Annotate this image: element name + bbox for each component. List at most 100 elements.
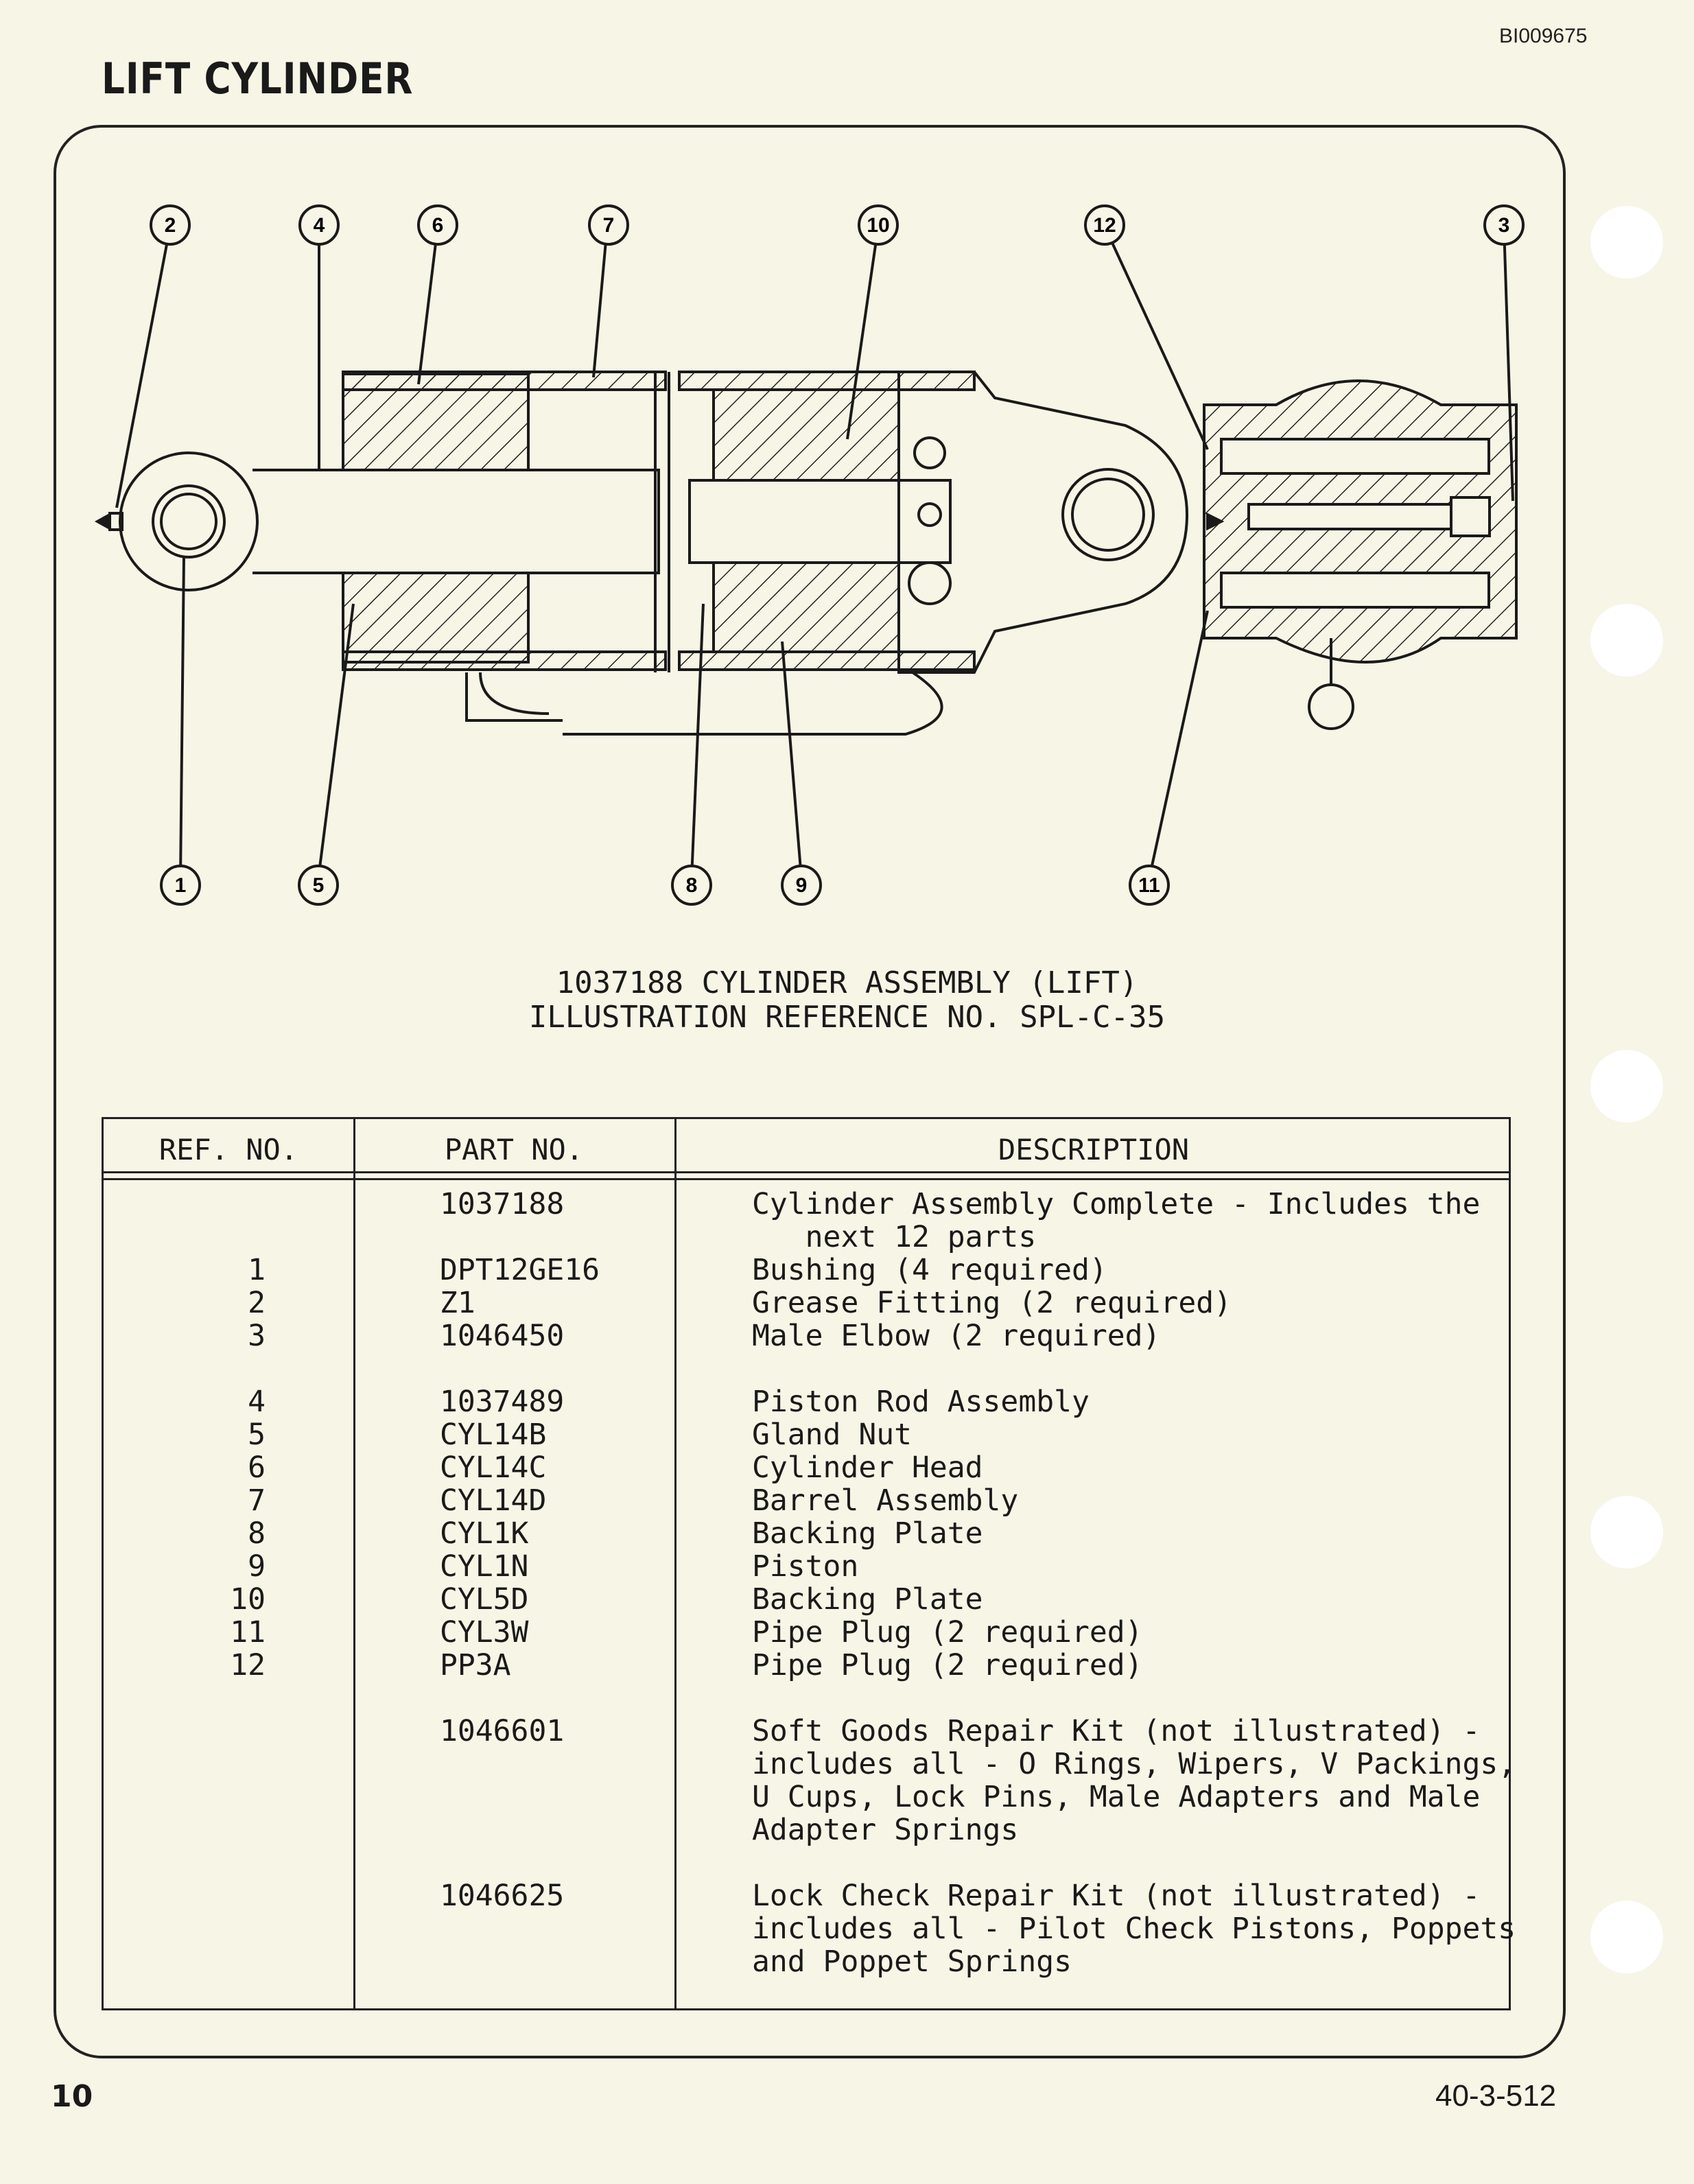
page-number: 10 — [51, 2079, 93, 2114]
callout-11: 11 — [1129, 865, 1170, 906]
table-row: 1037188 Cylinder Assembly Complete - Incl… — [104, 1188, 1509, 1221]
ref-cell: 2 — [248, 1286, 266, 1320]
desc-cell: Cylinder Head — [752, 1451, 983, 1485]
punch-hole — [1590, 1050, 1663, 1123]
page-title: LIFT CYLINDER — [102, 54, 414, 104]
ref-cell: 9 — [248, 1549, 266, 1584]
part-cell: CYL14B — [440, 1418, 547, 1452]
table-row: next 12 parts — [104, 1221, 1509, 1254]
part-cell: 1037188 — [440, 1187, 565, 1221]
ref-cell: 4 — [248, 1385, 266, 1419]
desc-cell: includes all - O Rings, Wipers, V Packin… — [752, 1747, 1516, 1781]
part-cell: PP3A — [440, 1648, 511, 1682]
figure-caption-line2: ILLUSTRATION REFERENCE NO. SPL-C-35 — [528, 1000, 1166, 1035]
callout-11-label: 11 — [1138, 874, 1160, 897]
desc-cell: Pipe Plug (2 required) — [752, 1615, 1143, 1649]
callout-3: 3 — [1483, 204, 1525, 246]
part-cell: CYL1N — [440, 1549, 529, 1584]
ref-cell: 12 — [230, 1648, 266, 1682]
callout-7: 7 — [588, 204, 629, 246]
column-divider — [353, 1119, 355, 2008]
desc-cell: Adapter Springs — [752, 1813, 1019, 1847]
table-row: 10 CYL5D Backing Plate — [104, 1583, 1509, 1616]
cylinder-diagram: 2 4 6 7 10 12 3 1 5 8 9 11 — [94, 204, 1525, 906]
desc-cell: Pipe Plug (2 required) — [752, 1648, 1143, 1682]
ref-cell: 3 — [248, 1319, 266, 1353]
header-description: DESCRIPTION — [998, 1133, 1190, 1166]
callout-1-label: 1 — [175, 874, 187, 897]
part-cell: CYL14C — [440, 1451, 547, 1485]
ref-cell: 1 — [248, 1253, 266, 1287]
part-cell: DPT12GE16 — [440, 1253, 600, 1287]
header-rule — [104, 1178, 1509, 1180]
part-cell: 1046625 — [440, 1879, 565, 1913]
part-cell: CYL3W — [440, 1615, 529, 1649]
desc-cell: Barrel Assembly — [752, 1483, 1019, 1518]
table-row: 12 PP3A Pipe Plug (2 required) — [104, 1649, 1509, 1682]
desc-cell: Bushing (4 required) — [752, 1253, 1107, 1287]
callout-group: 2 4 6 7 10 12 3 1 5 8 9 11 — [150, 204, 1525, 906]
callout-12-label: 12 — [1093, 214, 1116, 237]
desc-cell: Cylinder Assembly Complete - Includes th… — [752, 1187, 1481, 1221]
table-row: includes all - Pilot Check Pistons, Popp… — [104, 1912, 1516, 1945]
callout-8: 8 — [671, 865, 712, 906]
desc-cell: Grease Fitting (2 required) — [752, 1286, 1232, 1320]
punch-hole — [1590, 1901, 1663, 1973]
callout-6: 6 — [417, 204, 458, 246]
table-row: 1 DPT12GE16 Bushing (4 required) — [104, 1254, 1509, 1287]
ref-cell: 6 — [248, 1451, 266, 1485]
callout-4-label: 4 — [314, 214, 325, 237]
callout-9-label: 9 — [796, 874, 808, 897]
table-row: 6 CYL14C Cylinder Head — [104, 1451, 1509, 1484]
ref-cell: 10 — [230, 1582, 266, 1617]
table-row: 9 CYL1N Piston — [104, 1550, 1509, 1583]
table-row: includes all - O Rings, Wipers, V Packin… — [104, 1748, 1516, 1781]
desc-cell: Backing Plate — [752, 1516, 983, 1551]
desc-cell: Piston Rod Assembly — [752, 1385, 1090, 1419]
desc-cell: Piston — [752, 1549, 859, 1584]
callout-2: 2 — [150, 204, 191, 246]
callout-12: 12 — [1084, 204, 1125, 246]
callout-5: 5 — [298, 865, 339, 906]
callout-1: 1 — [160, 865, 201, 906]
table-row: and Poppet Springs — [104, 1945, 1509, 1978]
callout-4: 4 — [298, 204, 340, 246]
part-cell: CYL14D — [440, 1483, 547, 1518]
punch-hole — [1590, 206, 1663, 279]
table-row: 11 CYL3W Pipe Plug (2 required) — [104, 1616, 1509, 1649]
desc-cell: includes all - Pilot Check Pistons, Popp… — [752, 1912, 1516, 1946]
ref-cell: 8 — [248, 1516, 266, 1551]
callout-2-label: 2 — [165, 214, 176, 237]
table-row: 8 CYL1K Backing Plate — [104, 1517, 1509, 1550]
figure-caption-line1: 1037188 CYLINDER ASSEMBLY (LIFT) — [556, 965, 1138, 1000]
punch-hole — [1590, 604, 1663, 677]
table-row: 1046625 Lock Check Repair Kit (not illust… — [104, 1879, 1509, 1912]
callout-7-label: 7 — [603, 214, 615, 237]
desc-cell: and Poppet Springs — [752, 1945, 1072, 1979]
table-row: 7 CYL14D Barrel Assembly — [104, 1484, 1509, 1517]
callout-3-label: 3 — [1498, 214, 1510, 237]
header-ref-no: REF. NO. — [158, 1133, 298, 1166]
ref-cell: 7 — [248, 1483, 266, 1518]
callout-10-label: 10 — [867, 214, 889, 237]
desc-cell: Soft Goods Repair Kit (not illustrated) … — [752, 1714, 1481, 1748]
callout-5-label: 5 — [313, 874, 325, 897]
ref-cell: 11 — [230, 1615, 266, 1649]
callout-8-label: 8 — [686, 874, 698, 897]
table-row: U Cups, Lock Pins, Male Adapters and Mal… — [104, 1781, 1509, 1813]
desc-cell: Lock Check Repair Kit (not illustrated) … — [752, 1879, 1481, 1913]
desc-cell: Gland Nut — [752, 1418, 912, 1452]
desc-cell: Male Elbow (2 required) — [752, 1319, 1161, 1353]
punch-hole — [1590, 1496, 1663, 1569]
desc-cell: U Cups, Lock Pins, Male Adapters and Mal… — [752, 1780, 1481, 1814]
callout-6-label: 6 — [432, 214, 444, 237]
header-rule — [104, 1171, 1509, 1173]
part-cell: CYL5D — [440, 1582, 529, 1617]
desc-cell: Backing Plate — [752, 1582, 983, 1617]
part-cell: CYL1K — [440, 1516, 529, 1551]
column-divider — [674, 1119, 677, 2008]
